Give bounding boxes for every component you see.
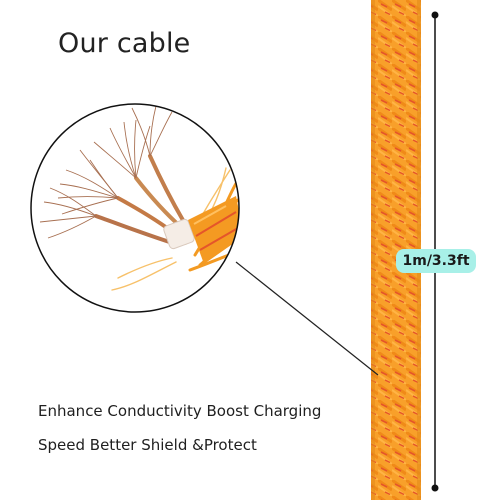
feature-line-1: Enhance Conductivity Boost Charging — [38, 402, 322, 420]
length-badge: 1m/3.3ft — [396, 249, 476, 273]
feature-line-2: Speed Better Shield &Protect — [38, 436, 257, 454]
cable-cross-section-magnifier-icon — [30, 103, 240, 313]
insulation-sleeve — [163, 218, 195, 250]
headline: Our cable — [58, 28, 191, 59]
feature-text: Enhance Conductivity Boost Charging Spee… — [38, 394, 321, 462]
magnifier-leader-line — [235, 261, 379, 376]
